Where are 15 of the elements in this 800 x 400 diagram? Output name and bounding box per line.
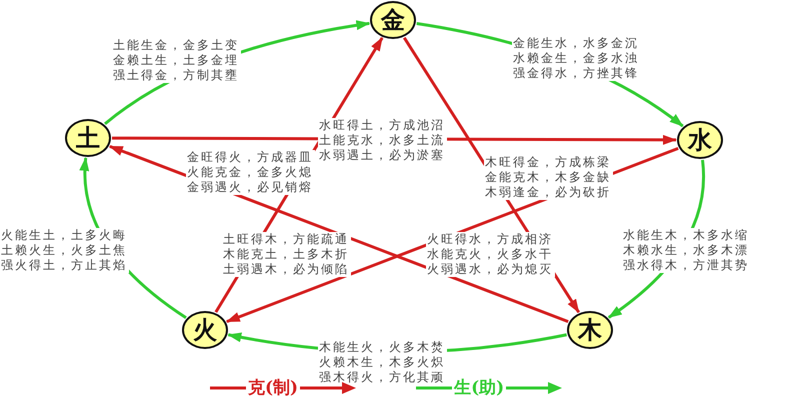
edge-label: 木能生火，火多木焚火赖木生，木多火炽强木得火，方化其顽 <box>318 340 447 385</box>
edge-label: 火能生土，土多火晦土赖火生，火多土焦强火得土，方止其焰 <box>0 228 129 273</box>
edge-label: 土旺得木，方能疏通木能克土，土多木折土弱遇木，必为倾陷 <box>222 232 351 277</box>
element-circle: 土 <box>65 119 111 157</box>
element-circle: 火 <box>182 311 228 349</box>
edge-label: 土能生金，金多土变金赖土生，土多金埋强土得金，方制其壅 <box>112 38 241 83</box>
legend-text: 克(制) <box>248 377 298 399</box>
edge-label: 金旺得火，方成器皿火能克金，金多火熄金弱遇火，必见销熔 <box>186 150 315 195</box>
legend-text: 生(助) <box>454 377 504 399</box>
element-circle: 金 <box>370 1 416 39</box>
element-circle: 水 <box>677 121 723 159</box>
edge-label: 火旺得水，方成相济水能克火，火多水干火弱遇水，必为熄灭 <box>426 232 555 277</box>
element-circle: 木 <box>567 311 613 349</box>
edge-label: 木旺得金，方成栋梁金能克木，木多金缺木弱逢金，必为砍折 <box>484 155 613 200</box>
edge-label: 水旺得土，方成池沼土能克水，水多土流水弱遇土，必为淤塞 <box>318 118 447 163</box>
